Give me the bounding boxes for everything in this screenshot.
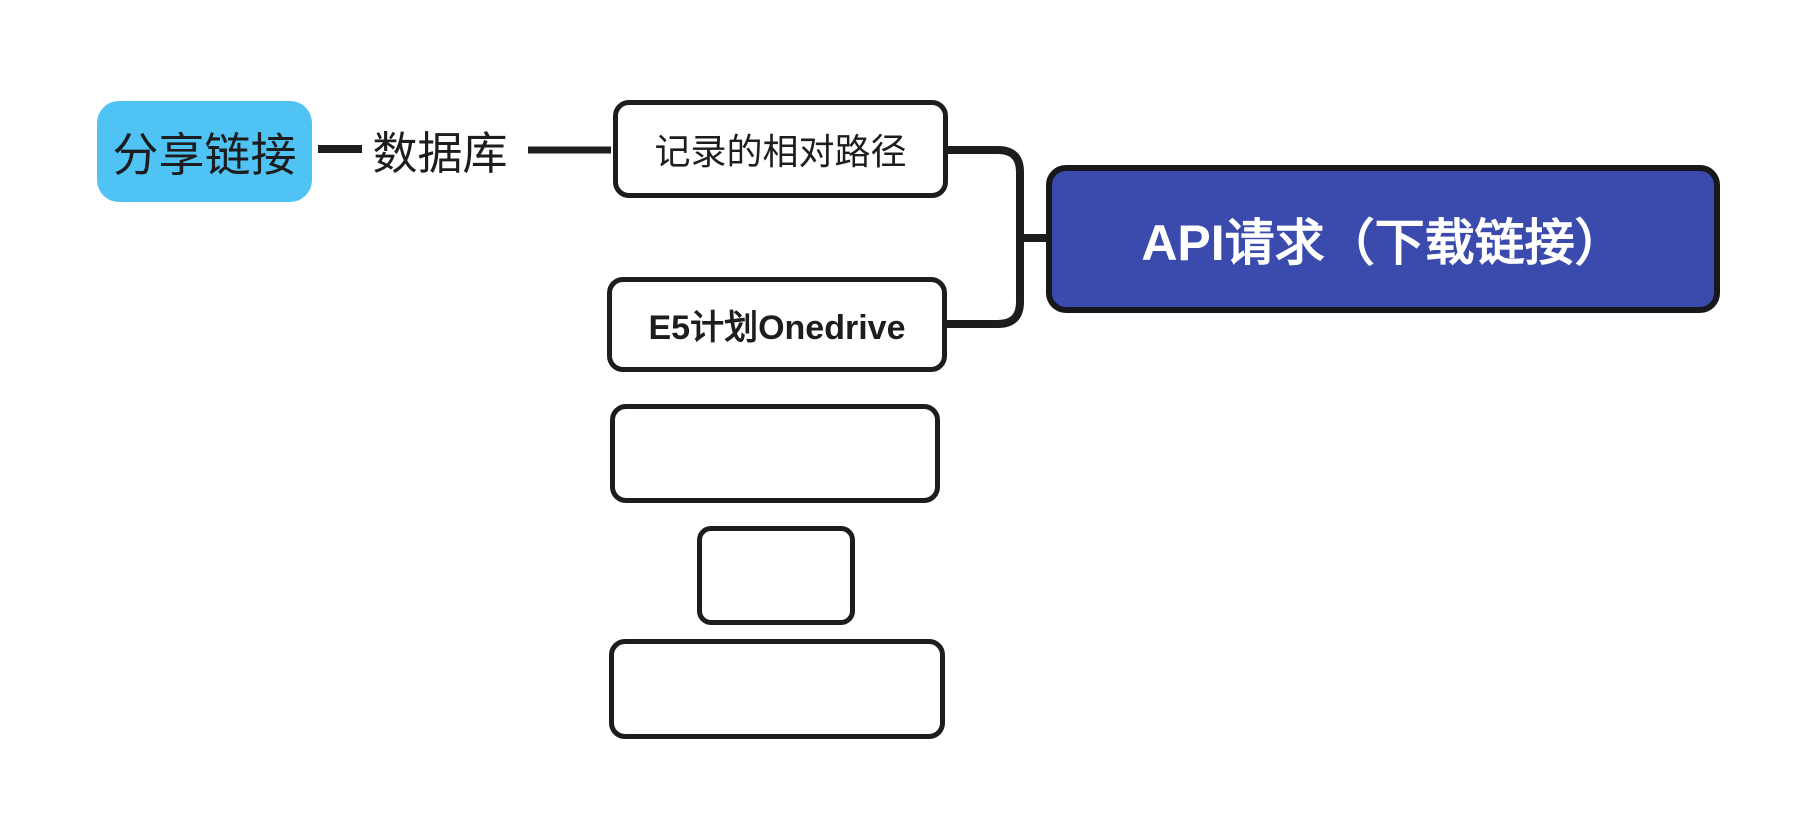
node-database[interactable]: 数据库 <box>366 122 514 179</box>
connector-recordpath-trunk <box>948 146 1024 240</box>
node-api-request[interactable]: API请求（下载链接） <box>1046 165 1720 313</box>
share-link-label: 分享链接 <box>112 128 297 181</box>
record-path-label: 记录的相对路径 <box>654 131 907 172</box>
node-empty-box-3[interactable] <box>609 639 945 739</box>
api-request-label: API请求（下载链接） <box>1141 215 1625 271</box>
database-label: 数据库 <box>372 127 508 179</box>
connector-e5onedrive-trunk <box>947 238 1024 328</box>
node-record-path[interactable]: 记录的相对路径 <box>613 100 948 198</box>
node-empty-box-1[interactable] <box>610 404 940 503</box>
node-e5-onedrive[interactable]: E5计划Onedrive <box>607 277 947 372</box>
node-empty-box-2[interactable] <box>697 526 855 625</box>
e5-onedrive-label: E5计划Onedrive <box>648 309 906 347</box>
node-share-link[interactable]: 分享链接 <box>97 101 312 202</box>
